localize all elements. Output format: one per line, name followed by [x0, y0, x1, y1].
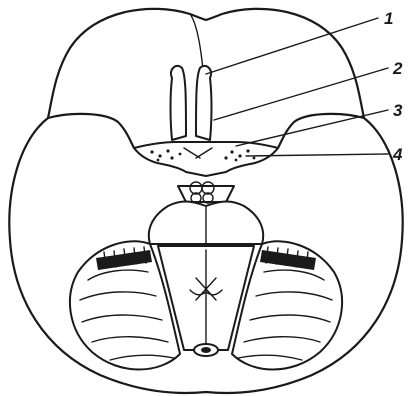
label-1: 1 — [384, 9, 393, 28]
label-3: 3 — [393, 101, 403, 120]
left-lateral-sulcus — [48, 114, 134, 148]
label-2: 2 — [392, 59, 403, 78]
label-4: 4 — [392, 145, 403, 164]
central-canal — [201, 347, 211, 353]
mammillary-bodies — [178, 182, 234, 203]
left-olfactory-tract — [171, 66, 187, 140]
leader-line-1 — [206, 18, 378, 74]
optic-chiasm-region — [134, 142, 278, 176]
right-olfactory-tract — [196, 66, 212, 140]
longitudinal-fissure — [190, 14, 203, 70]
